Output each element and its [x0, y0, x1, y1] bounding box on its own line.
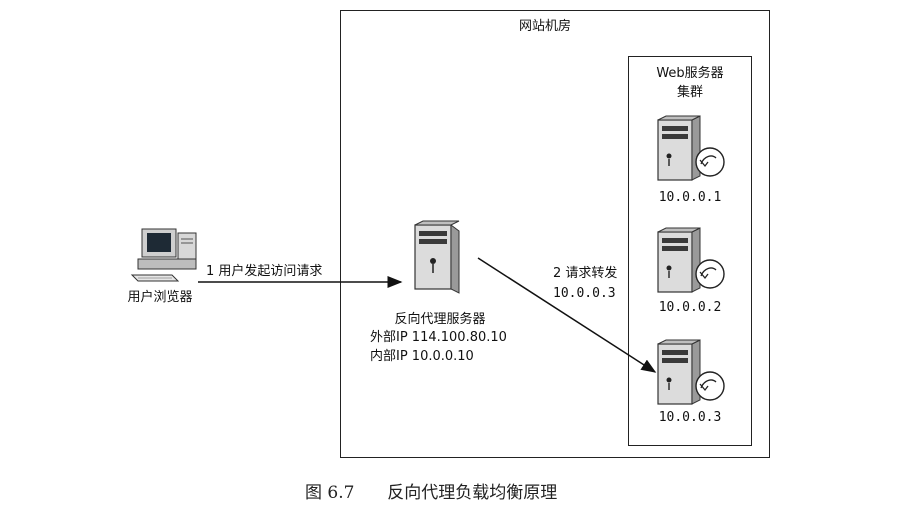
step2-label-line1: 2 请求转发 [553, 266, 618, 281]
web-cluster-frame [628, 56, 752, 446]
client-label: 用户浏览器 [127, 290, 193, 305]
step1-label: 1 用户发起访问请求 [206, 264, 323, 279]
figure-caption: 图 6.7 反向代理负载均衡原理 [305, 478, 557, 503]
web-server-1-ip: 10.0.0.1 [658, 190, 722, 205]
figure-title: 反向代理负载均衡原理 [387, 483, 558, 503]
web-server-3-ip: 10.0.0.3 [658, 410, 722, 425]
web-server-2-icon [657, 227, 725, 293]
datacenter-title: 网站机房 [518, 19, 572, 34]
datacenter-frame [340, 10, 770, 458]
arrow-proxy-to-web3 [477, 257, 657, 373]
proxy-internal-ip: 内部IP 10.0.0.10 [370, 349, 474, 364]
web-server-1-icon [657, 115, 725, 181]
web-cluster-title-line2: 集群 [676, 85, 704, 100]
figure-number: 图 6.7 [305, 483, 355, 503]
computer-icon [130, 228, 197, 282]
server-icon [414, 220, 460, 294]
proxy-external-ip: 外部IP 114.100.80.10 [370, 330, 507, 345]
web-cluster-title-line1: Web服务器 [656, 66, 724, 81]
web-server-2-ip: 10.0.0.2 [658, 300, 722, 315]
step2-label-line2: 10.0.0.3 [553, 286, 616, 301]
proxy-name: 反向代理服务器 [394, 312, 486, 327]
web-server-3-icon [657, 339, 725, 405]
